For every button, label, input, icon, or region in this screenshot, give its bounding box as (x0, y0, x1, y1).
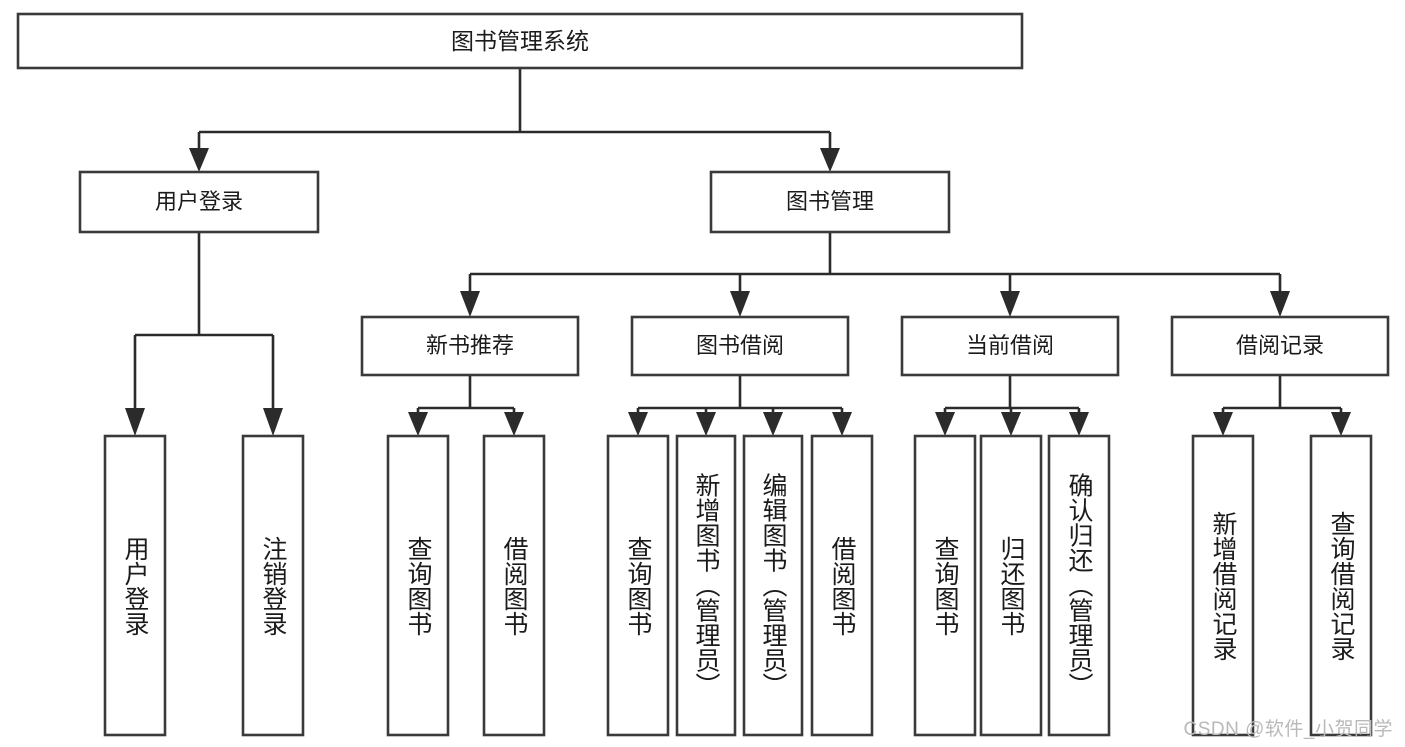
leaf-user-login-login-box[interactable] (103, 434, 167, 737)
arrowhead-leaf-borrowrecords-1 (1213, 412, 1233, 436)
leaf-current-borrow-confirm-box[interactable] (1047, 434, 1111, 737)
arrowhead-leaf-logout (263, 408, 283, 436)
arrowhead-leaf-currentborrow-3 (1069, 412, 1089, 436)
leaf-book-borrow-edit-label: 编辑图书（管理员） (759, 473, 788, 698)
arrowhead-current-borrow (1000, 291, 1020, 317)
leaf-user-login-login[interactable]: 用户登录 (103, 434, 167, 737)
leaf-book-borrow-add-box[interactable] (675, 434, 737, 737)
leaf-book-borrow-borrow[interactable]: 借阅图书 (810, 434, 874, 737)
connectors (125, 68, 1351, 436)
leaf-book-borrow-add-label: 新增图书（管理员） (692, 473, 721, 698)
arrowhead-leaf-bookborrow-1 (628, 412, 648, 436)
arrowhead-leaf-borrowrecords-2 (1331, 412, 1351, 436)
node-user-login-box[interactable] (78, 170, 320, 234)
leaf-current-borrow-query-box[interactable] (913, 434, 977, 737)
node-root[interactable]: 图书管理系统 (16, 12, 1024, 70)
arrowhead-leaf-bookborrow-4 (832, 412, 852, 436)
leaf-new-book-borrow-label: 借阅图书 (500, 536, 529, 636)
leaf-borrow-records-add-box[interactable] (1191, 434, 1255, 737)
arrowhead-new-book-recommend (460, 291, 480, 317)
node-current-borrow-box[interactable] (900, 315, 1120, 377)
leaf-user-login-logout[interactable]: 注销登录 (241, 434, 305, 737)
leaf-new-book-borrow-box[interactable] (482, 434, 546, 737)
leaf-user-login-logout-box[interactable] (241, 434, 305, 737)
leaf-borrow-records-query-box[interactable] (1309, 434, 1373, 737)
leaf-book-borrow-query[interactable]: 查询图书 (606, 434, 670, 737)
node-book-borrow-box[interactable] (630, 315, 850, 377)
node-new-book-recommend-box[interactable] (360, 315, 580, 377)
arrowhead-leaf-user-login (125, 408, 145, 436)
node-new-book-recommend[interactable]: 新书推荐 (360, 315, 580, 377)
node-user-login[interactable]: 用户登录 (78, 170, 320, 234)
node-user-login-label: 用户登录 (155, 189, 243, 214)
node-book-manage-label: 图书管理 (786, 189, 874, 214)
leaf-book-borrow-query-label: 查询图书 (624, 536, 653, 636)
node-current-borrow-label: 当前借阅 (966, 333, 1054, 358)
leaf-borrow-records-query-label: 查询借阅记录 (1327, 511, 1356, 661)
leaf-user-login-login-label: 用户登录 (121, 536, 150, 636)
leaf-current-borrow-confirm-label: 确认归还（管理员） (1065, 473, 1094, 698)
arrowhead-book-manage (820, 148, 840, 172)
leaf-book-borrow-add[interactable]: 新增图书（管理员） (675, 434, 737, 737)
arrowhead-borrow-records (1270, 291, 1290, 317)
leaf-current-borrow-return-box[interactable] (979, 434, 1043, 737)
watermark: CSDN @软件_小贺同学 (1183, 719, 1393, 740)
node-current-borrow[interactable]: 当前借阅 (900, 315, 1120, 377)
leaf-new-book-query[interactable]: 查询图书 (386, 434, 450, 737)
node-new-book-recommend-label: 新书推荐 (426, 333, 514, 358)
arrowhead-book-borrow (730, 291, 750, 317)
leaf-current-borrow-return-label: 归还图书 (997, 536, 1026, 636)
leaf-current-borrow-query[interactable]: 查询图书 (913, 434, 977, 737)
leaf-current-borrow-query-label: 查询图书 (931, 536, 960, 636)
leaf-borrow-records-query[interactable]: 查询借阅记录 (1309, 434, 1373, 737)
node-borrow-records-box[interactable] (1170, 315, 1390, 377)
node-borrow-records[interactable]: 借阅记录 (1170, 315, 1390, 377)
arrowhead-leaf-bookborrow-2 (696, 412, 716, 436)
arrowhead-leaf-currentborrow-1 (935, 412, 955, 436)
node-root-box[interactable] (16, 12, 1024, 70)
node-book-borrow[interactable]: 图书借阅 (630, 315, 850, 377)
node-root-label: 图书管理系统 (451, 28, 589, 54)
node-borrow-records-label: 借阅记录 (1236, 333, 1324, 358)
leaf-book-borrow-edit[interactable]: 编辑图书（管理员） (742, 434, 804, 737)
leaf-book-borrow-borrow-box[interactable] (810, 434, 874, 737)
arrowhead-leaf-bookborrow-3 (763, 412, 783, 436)
leaf-borrow-records-add[interactable]: 新增借阅记录 (1191, 434, 1255, 737)
leaf-book-borrow-borrow-label: 借阅图书 (828, 536, 857, 636)
node-book-borrow-label: 图书借阅 (696, 333, 784, 358)
node-book-manage[interactable]: 图书管理 (709, 170, 951, 234)
arrowhead-leaf-newbook-2 (504, 412, 524, 436)
arrowhead-user-login (189, 148, 209, 172)
leaf-book-borrow-query-box[interactable] (606, 434, 670, 737)
leaf-borrow-records-add-label: 新增借阅记录 (1209, 511, 1238, 661)
node-book-manage-box[interactable] (709, 170, 951, 234)
leaf-new-book-query-label: 查询图书 (404, 536, 433, 636)
arrowhead-leaf-currentborrow-2 (1001, 412, 1021, 436)
arrowhead-leaf-newbook-1 (408, 412, 428, 436)
leaf-new-book-query-box[interactable] (386, 434, 450, 737)
leaf-current-borrow-confirm[interactable]: 确认归还（管理员） (1047, 434, 1111, 737)
leaf-book-borrow-edit-box[interactable] (742, 434, 804, 737)
leaf-user-login-logout-label: 注销登录 (259, 536, 288, 636)
leaf-current-borrow-return[interactable]: 归还图书 (979, 434, 1043, 737)
leaf-new-book-borrow[interactable]: 借阅图书 (482, 434, 546, 737)
